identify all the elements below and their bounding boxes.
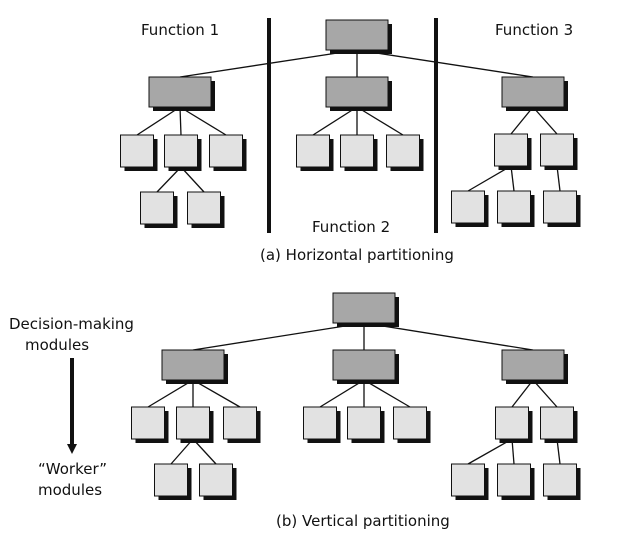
decision-making-label: Decision-making bbox=[9, 315, 134, 333]
worker-modules-label: modules bbox=[38, 481, 102, 499]
vertical-module-3-2 bbox=[540, 406, 578, 443]
vertical-module-boxes bbox=[131, 292, 581, 500]
connector-line bbox=[363, 379, 411, 408]
connector-line bbox=[179, 106, 182, 136]
horizontal-module-1-2 bbox=[164, 134, 202, 171]
vertical-module-3-1 bbox=[495, 406, 533, 443]
horizontal-module-2-3 bbox=[386, 134, 424, 171]
connector-line bbox=[363, 322, 534, 351]
connector-line bbox=[180, 166, 205, 193]
function-3-label: Function 3 bbox=[495, 21, 573, 39]
function-1-label: Function 1 bbox=[141, 21, 219, 39]
horizontal-module-2-1 bbox=[296, 134, 334, 171]
connector-line bbox=[532, 106, 558, 135]
horizontal-worker-module-1-2-2 bbox=[187, 191, 225, 228]
connector-line bbox=[136, 106, 181, 136]
connector-line bbox=[556, 438, 561, 465]
vertical-caption: (b) Vertical partitioning bbox=[276, 512, 450, 530]
horizontal-worker-module-3-1-2 bbox=[497, 190, 535, 227]
connector-line bbox=[467, 438, 513, 465]
vertical-worker-module-3-2-1 bbox=[543, 463, 581, 500]
connector-line bbox=[511, 379, 534, 408]
vertical-module-2-1 bbox=[303, 406, 341, 443]
horizontal-root-module bbox=[325, 19, 392, 54]
vertical-root-module bbox=[332, 292, 399, 327]
connector-line bbox=[356, 49, 534, 78]
horizontal-controller-module-2 bbox=[325, 76, 392, 111]
vertical-controller-module-1 bbox=[161, 349, 228, 384]
vertical-controller-module-2 bbox=[332, 349, 399, 384]
connector-line bbox=[312, 106, 358, 136]
vertical-module-1-1 bbox=[131, 406, 169, 443]
horizontal-module-1-1 bbox=[120, 134, 158, 171]
vertical-module-1-2 bbox=[176, 406, 214, 443]
connector-line bbox=[532, 379, 558, 408]
worker-label: “Worker” bbox=[38, 460, 107, 478]
connector-line bbox=[179, 106, 227, 136]
connector-line bbox=[511, 438, 515, 465]
horizontal-worker-module-3-2-1 bbox=[543, 190, 581, 227]
vertical-worker-module-1-2-2 bbox=[199, 463, 237, 500]
connector-line bbox=[556, 165, 561, 192]
horizontal-caption: (a) Horizontal partitioning bbox=[260, 246, 454, 264]
connector-line bbox=[170, 438, 194, 465]
connector-line bbox=[356, 106, 404, 136]
function-2-label: Function 2 bbox=[312, 218, 390, 236]
horizontal-connector-lines bbox=[136, 49, 561, 193]
connector-line bbox=[192, 379, 241, 408]
horizontal-worker-module-1-2-1 bbox=[140, 191, 178, 228]
vertical-module-2-2 bbox=[347, 406, 385, 443]
horizontal-module-2-2 bbox=[340, 134, 378, 171]
connector-line bbox=[510, 165, 515, 192]
horizontal-worker-module-3-1-1 bbox=[451, 190, 489, 227]
vertical-module-1-3 bbox=[223, 406, 261, 443]
connector-line bbox=[156, 166, 182, 193]
connector-line bbox=[192, 438, 217, 465]
horizontal-module-3-1 bbox=[494, 133, 532, 170]
horizontal-controller-module-1 bbox=[148, 76, 215, 111]
connector-line bbox=[467, 165, 512, 192]
vertical-worker-module-3-1-2 bbox=[497, 463, 535, 500]
connector-line bbox=[510, 106, 534, 135]
decision-modules-label: modules bbox=[25, 336, 89, 354]
vertical-connector-lines bbox=[147, 322, 561, 465]
vertical-worker-module-1-2-1 bbox=[154, 463, 192, 500]
vertical-controller-module-3 bbox=[501, 349, 568, 384]
horizontal-module-boxes bbox=[120, 19, 581, 228]
vertical-worker-module-3-1-1 bbox=[451, 463, 489, 500]
connector-line bbox=[147, 379, 194, 408]
connector-line bbox=[319, 379, 365, 408]
horizontal-controller-module-3 bbox=[501, 76, 568, 111]
horizontal-module-1-3 bbox=[209, 134, 247, 171]
horizontal-module-3-2 bbox=[540, 133, 578, 170]
vertical-module-2-3 bbox=[393, 406, 431, 443]
connector-line bbox=[192, 322, 365, 351]
